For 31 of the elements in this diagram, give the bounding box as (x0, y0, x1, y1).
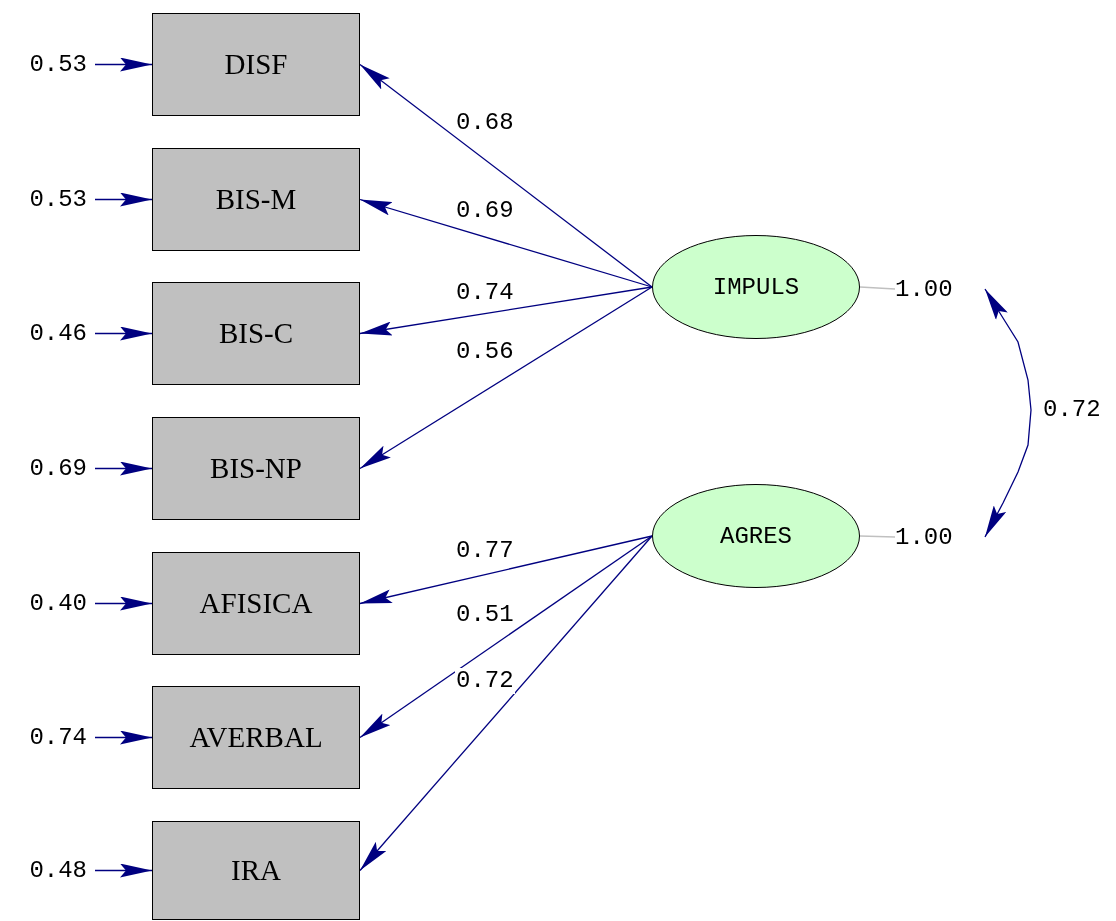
variable-name: AGRES (720, 522, 792, 550)
connector-line (859, 286, 896, 290)
arrow (94, 192, 153, 207)
connector-line (859, 535, 896, 538)
latent-variable-ellipse (652, 484, 860, 588)
observed-variable-box: AVERBAL (152, 686, 360, 789)
observed-variable-box: BIS-C (152, 282, 360, 385)
arrow (359, 535, 653, 605)
arrow (359, 286, 653, 336)
observed-variable-box: BIS-M (152, 148, 360, 251)
observed-variable-box: IRA (152, 821, 360, 920)
arrow (94, 57, 153, 72)
arrow (94, 863, 153, 878)
arrow (94, 461, 153, 476)
edge-label: 0.72 (455, 668, 515, 694)
arrow (94, 730, 153, 745)
variable-name: IMPULS (712, 273, 800, 301)
arrow (359, 535, 653, 872)
observed-variable-box: BIS-NP (152, 417, 360, 520)
arrow (94, 596, 153, 611)
double-headed-arrow (984, 288, 1032, 538)
arrow (94, 326, 153, 341)
arrow (359, 286, 653, 470)
variance-value: 1.00 (895, 523, 953, 551)
latent-variable-ellipse (652, 235, 860, 339)
arrow (359, 63, 653, 288)
observed-variable-box: AFISICA (152, 552, 360, 655)
arrow (359, 198, 653, 288)
observed-variable-box: DISF (152, 13, 360, 116)
arrow (359, 535, 653, 739)
variance-value: 1.00 (895, 275, 953, 303)
